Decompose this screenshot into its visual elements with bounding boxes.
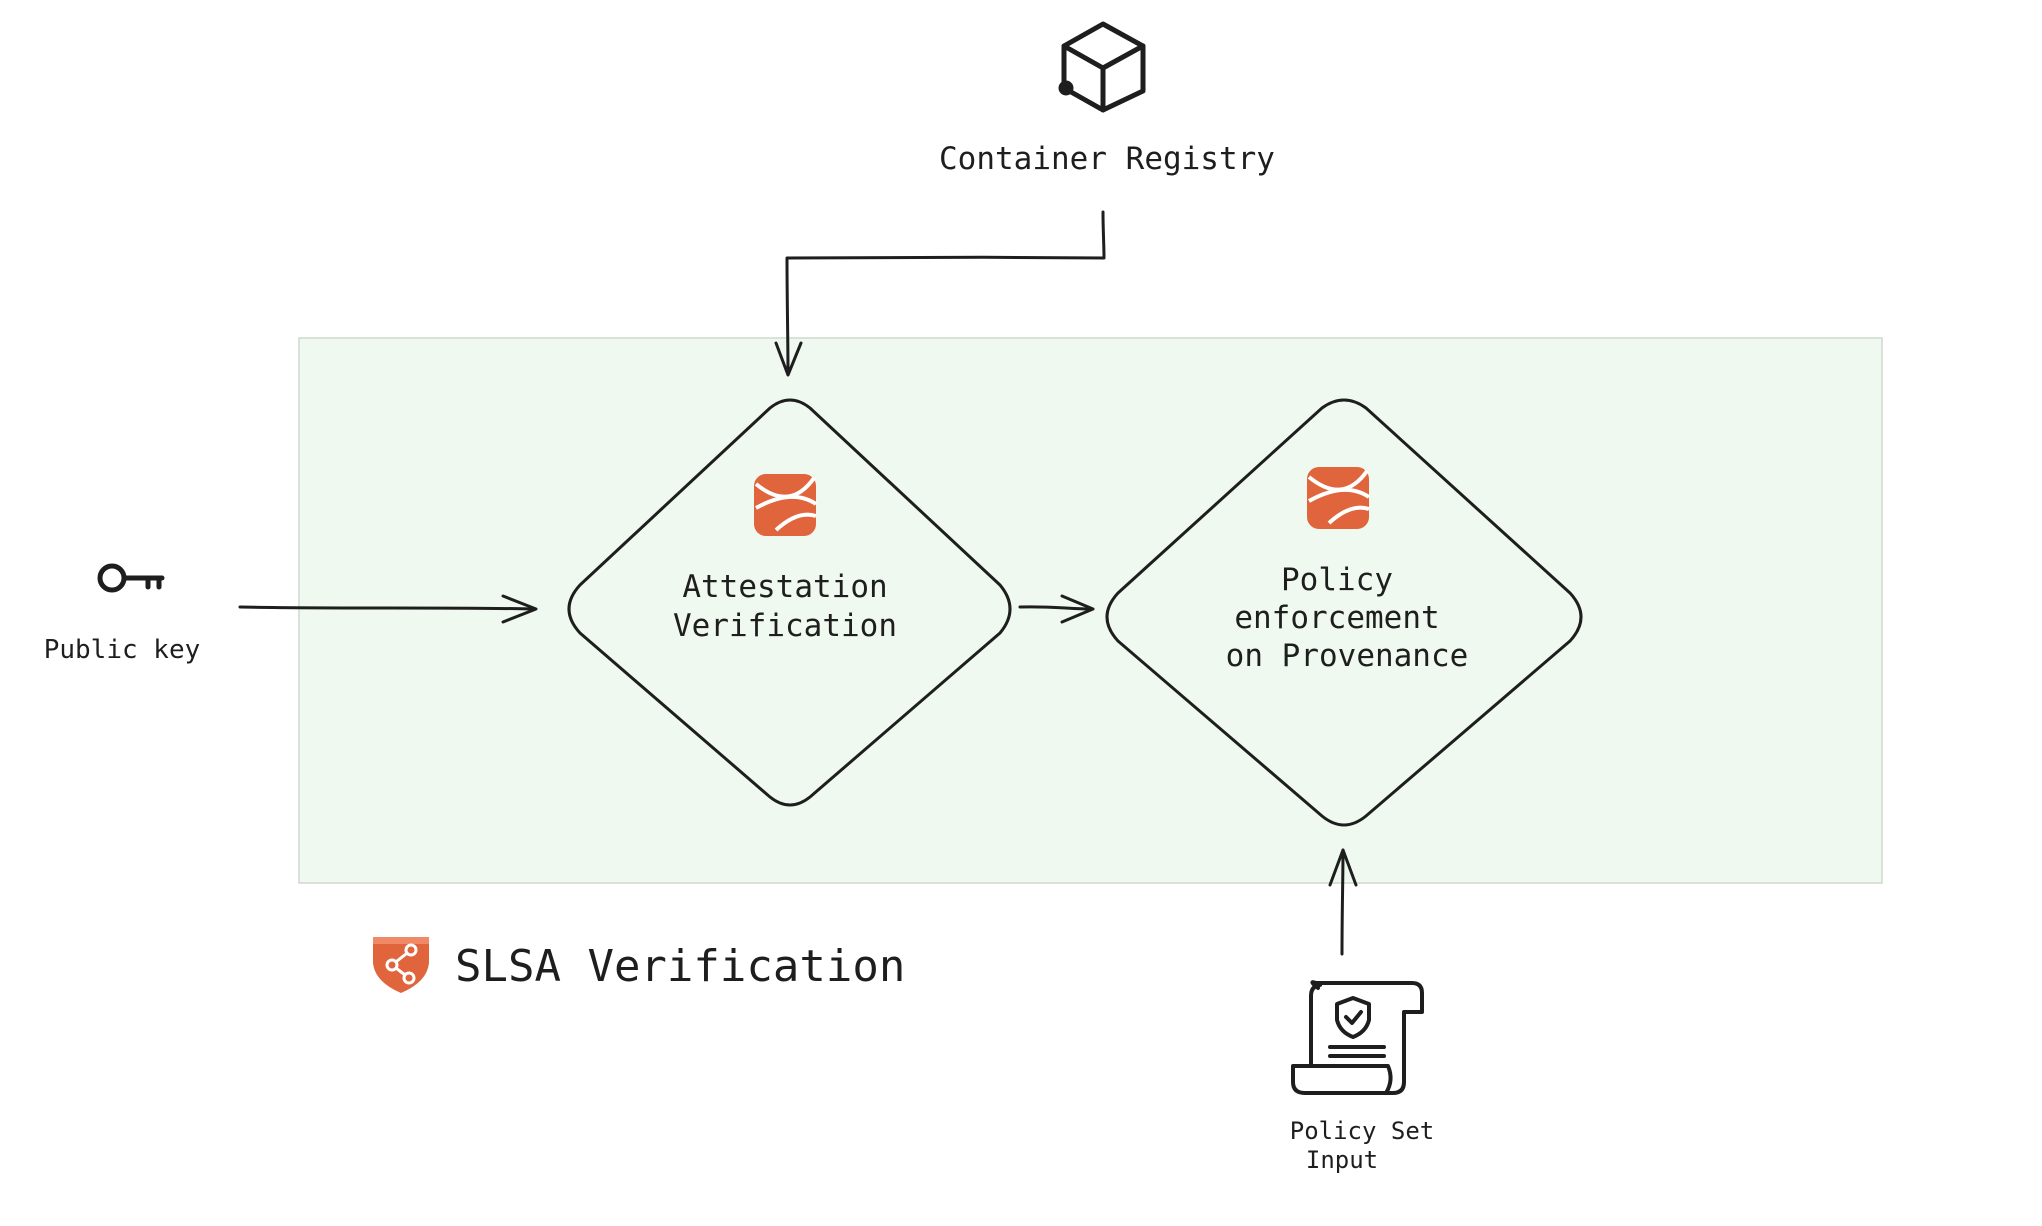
policy-scroll-icon	[1291, 980, 1424, 1095]
policy-set-to-policy-arrow	[1328, 848, 1358, 956]
cube-icon	[1058, 21, 1146, 113]
registry-to-attestation-arrow	[774, 210, 1106, 377]
attestation-line2: Verification	[673, 608, 897, 644]
attestation-line1: Attestation	[682, 569, 887, 605]
container-registry-label: Container Registry	[939, 141, 1275, 177]
public-key-label: Public key	[44, 635, 201, 665]
policy-line1: Policy	[1281, 562, 1393, 598]
attestation-verification-node[interactable]	[567, 398, 1012, 807]
slsa-envelope-icon	[754, 474, 818, 536]
slsa-shield-icon	[373, 937, 429, 993]
policy-set-line2: Input	[1306, 1146, 1378, 1174]
policy-line3: on Provenance	[1226, 638, 1469, 674]
slsa-envelope-icon	[1307, 467, 1371, 529]
policy-enforcement-node[interactable]	[1105, 398, 1583, 827]
key-to-attestation-arrow	[238, 594, 538, 624]
policy-line2: enforcement	[1234, 600, 1439, 636]
slsa-verification-title: SLSA Verification	[455, 941, 905, 992]
attestation-to-policy-arrow	[1018, 594, 1095, 624]
policy-set-line1: Policy Set	[1290, 1117, 1435, 1145]
key-icon	[97, 563, 165, 593]
